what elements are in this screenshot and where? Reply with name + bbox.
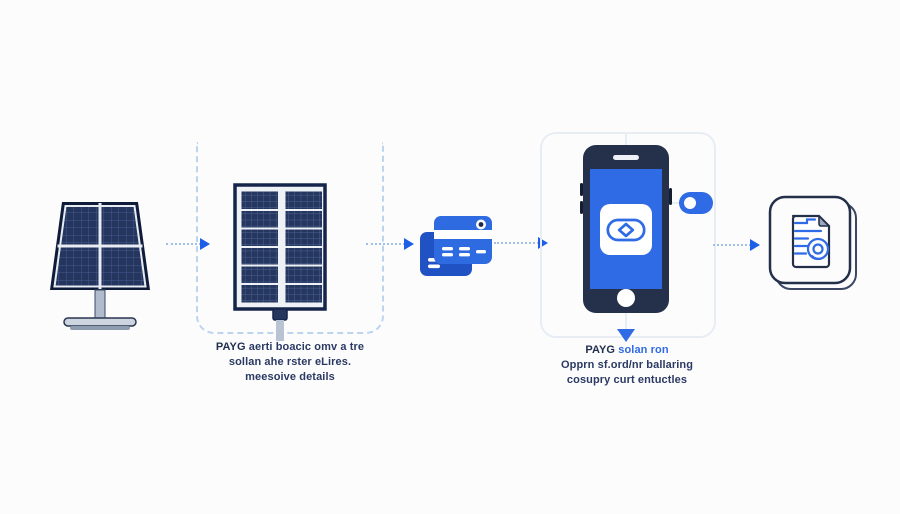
phone-home-button — [617, 289, 635, 307]
panel-caption-line1: PAYG aerti boacic omv a tre — [215, 341, 365, 353]
panel-caption-line2: sollan ahe rster eLires. — [228, 356, 352, 368]
dotted-arrow-right-icon — [713, 239, 760, 251]
phone-caption-line1: PAYG solan ron — [585, 344, 669, 356]
document-certificate-icon — [768, 195, 857, 290]
phone-speaker — [613, 155, 639, 160]
phone-caption-line2: Opprn sf.ord/nr ballaring — [560, 359, 694, 371]
connector-line — [625, 311, 627, 329]
toggle-knob — [684, 197, 696, 209]
toggle-switch-icon — [679, 192, 713, 214]
step2-dashed-container — [196, 142, 384, 334]
credit-card-icon — [420, 216, 492, 276]
phone-screen — [590, 169, 662, 289]
connector-line — [625, 132, 627, 147]
dotted-arrow-right-icon — [366, 238, 414, 250]
phone-caption-line3: cosupry curt entuctles — [566, 374, 688, 386]
dotted-arrow-right-icon — [494, 237, 548, 249]
phone-volume-button — [580, 201, 583, 214]
large-solar-panel-icon — [233, 183, 327, 341]
panel-caption: PAYG aerti boacic omv a tre sollan ahe r… — [198, 340, 382, 385]
phone-volume-button — [580, 183, 583, 196]
solar-panel-on-stand-icon — [50, 202, 150, 330]
phone-caption: PAYG solan ron Opprn sf.ord/nr ballaring… — [542, 343, 712, 388]
smartphone-icon — [580, 145, 672, 313]
dotted-arrow-right-icon — [166, 238, 210, 250]
phone-power-button — [669, 188, 672, 205]
arrow-down-icon — [617, 329, 635, 342]
panel-caption-line3: meesoive details — [245, 371, 335, 383]
connector-line — [667, 202, 680, 204]
app-tile — [600, 204, 652, 255]
toggle-eye-icon — [606, 218, 646, 241]
